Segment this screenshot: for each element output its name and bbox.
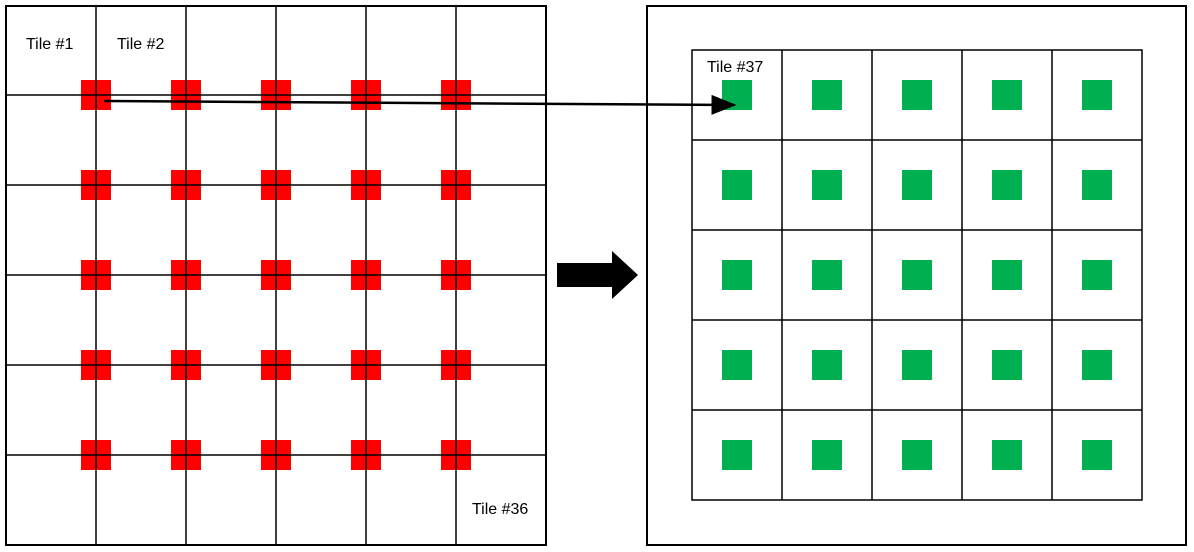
green-marker: [722, 170, 752, 200]
tile-1-label: Tile #1: [26, 36, 74, 53]
green-marker: [812, 350, 842, 380]
tile-37-label: Tile #37: [707, 59, 763, 76]
red-marker: [81, 440, 111, 470]
red-marker: [261, 440, 291, 470]
green-marker: [812, 80, 842, 110]
green-marker: [902, 260, 932, 290]
red-marker: [171, 440, 201, 470]
thin-right-arrow-icon: [103, 94, 737, 115]
red-marker: [171, 260, 201, 290]
green-marker: [812, 170, 842, 200]
green-marker: [992, 260, 1022, 290]
green-marker: [992, 170, 1022, 200]
red-marker: [351, 440, 381, 470]
green-marker: [902, 80, 932, 110]
red-marker: [441, 350, 471, 380]
red-marker: [351, 170, 381, 200]
right-marker-grid: [722, 80, 1112, 470]
red-marker: [441, 440, 471, 470]
right-tile-grid: [691, 49, 1143, 501]
green-marker: [812, 260, 842, 290]
green-marker: [1082, 260, 1112, 290]
green-marker: [902, 440, 932, 470]
red-marker: [81, 80, 111, 110]
green-marker: [1082, 80, 1112, 110]
tile-36-label: Tile #36: [472, 501, 528, 518]
green-marker: [992, 350, 1022, 380]
tile-2-label: Tile #2: [117, 36, 165, 53]
green-marker: [992, 440, 1022, 470]
right-grid-border: [691, 49, 1143, 501]
green-marker: [722, 440, 752, 470]
green-marker: [902, 170, 932, 200]
red-marker: [171, 350, 201, 380]
red-marker: [261, 350, 291, 380]
green-marker: [1082, 170, 1112, 200]
red-marker: [441, 170, 471, 200]
red-marker: [351, 350, 381, 380]
green-marker: [902, 350, 932, 380]
red-marker: [81, 170, 111, 200]
red-marker: [81, 260, 111, 290]
red-marker: [261, 170, 291, 200]
red-marker: [261, 80, 291, 110]
red-marker: [351, 80, 381, 110]
red-marker: [351, 260, 381, 290]
left-tile-panel: Tile #1 Tile #2 Tile #36: [5, 5, 547, 546]
red-marker: [441, 260, 471, 290]
green-marker: [722, 260, 752, 290]
left-marker-grid: [81, 80, 471, 470]
red-marker: [171, 170, 201, 200]
green-marker: [1082, 440, 1112, 470]
green-marker: [722, 350, 752, 380]
right-arrow-icon: [557, 251, 638, 299]
red-marker: [261, 260, 291, 290]
red-marker: [171, 80, 201, 110]
green-marker: [992, 80, 1022, 110]
green-marker: [812, 440, 842, 470]
green-marker: [1082, 350, 1112, 380]
right-tile-panel: Tile #37: [646, 5, 1187, 546]
red-marker: [441, 80, 471, 110]
red-marker: [81, 350, 111, 380]
